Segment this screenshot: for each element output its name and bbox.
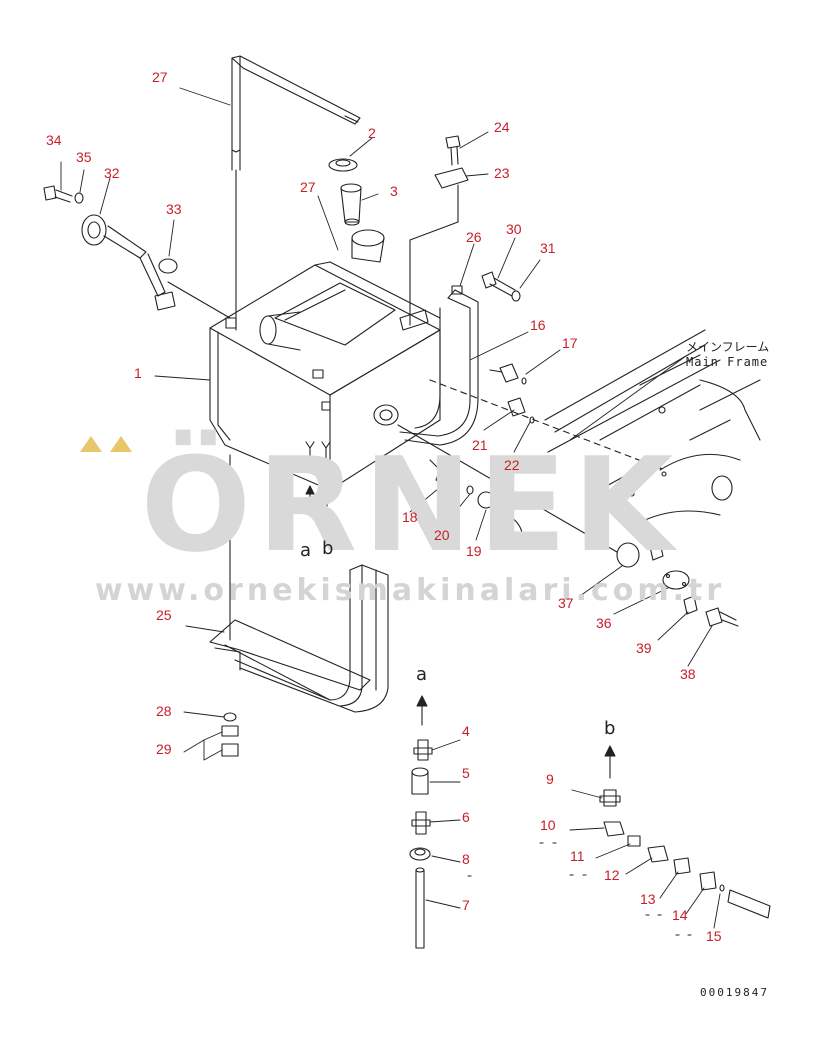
- callout-28: 28: [156, 703, 172, 719]
- part-15-hose: [720, 885, 770, 918]
- callout-20: 20: [434, 527, 450, 543]
- callout-37: 37: [558, 595, 574, 611]
- part-14-fitting: [700, 872, 716, 890]
- part-23-bracket: [410, 168, 468, 325]
- callout-32: 32: [104, 165, 120, 181]
- callout-7: 7: [462, 897, 470, 913]
- part-34-bolt: [44, 186, 72, 202]
- callout-25: 25: [156, 607, 172, 623]
- part-26-strap: [400, 286, 478, 445]
- view-a-arrow: [417, 696, 427, 725]
- callout-31: 31: [540, 240, 556, 256]
- part-11-fitting: [628, 836, 640, 846]
- callout-24: 24: [494, 119, 510, 135]
- main-frame-label-jp: メインフレーム: [686, 340, 770, 354]
- part-16-fitting: [490, 364, 518, 382]
- part-28-washer: [224, 713, 236, 721]
- part-7-hose: [416, 868, 424, 948]
- callout-6: 6: [462, 809, 470, 825]
- part-19-hose: [478, 492, 522, 548]
- view-marker-b: b: [604, 718, 616, 739]
- part-3-strainer: [341, 184, 361, 225]
- callout-35: 35: [76, 149, 92, 165]
- part-29-nut: [222, 726, 238, 756]
- callout-13: 13: [640, 891, 656, 907]
- watermark-accent-right: [110, 436, 132, 452]
- callout-2: 2: [368, 125, 376, 141]
- callout-19: 19: [466, 543, 482, 559]
- callout-17: 17: [562, 335, 578, 351]
- part-31-washer: [512, 291, 520, 301]
- part-39-bracket: [684, 596, 697, 614]
- part-33-gasket: [155, 259, 177, 310]
- breather-leader: [168, 282, 230, 318]
- callout-5: 5: [462, 765, 470, 781]
- callout-23: 23: [494, 165, 510, 181]
- part-9-fitting: [600, 790, 620, 806]
- callout-26: 26: [466, 229, 482, 245]
- part-25-lower-strap: [210, 455, 388, 712]
- callout-18: 18: [402, 509, 418, 525]
- part-32-breather: [82, 215, 165, 296]
- callout-14: 14: [672, 907, 688, 923]
- callout-9: 9: [546, 771, 554, 787]
- part-17-oring: [522, 378, 526, 384]
- callout-36: 36: [596, 615, 612, 631]
- callout-30: 30: [506, 221, 522, 237]
- callout-12: 12: [604, 867, 620, 883]
- callout-27-tank: 27: [300, 179, 316, 195]
- main-frame-label-en: Main Frame: [686, 355, 769, 369]
- part-5-adapter: [412, 768, 428, 794]
- view-marker-a: a: [416, 664, 428, 685]
- leader-lines: [61, 88, 720, 928]
- part-18-elbow: [430, 460, 452, 486]
- part-4-fitting: [414, 740, 432, 760]
- callout-33: 33: [166, 201, 182, 217]
- part-35-washer: [75, 193, 83, 203]
- view-marker-a-tank: a: [300, 540, 312, 561]
- watermark-logo: ÖRNEK: [140, 429, 680, 581]
- callout-39: 39: [636, 640, 652, 656]
- part-13-fitting: [674, 858, 690, 874]
- main-frame-outline: [545, 330, 760, 520]
- part-30-bolt: [482, 272, 515, 296]
- part-6-fitting: [412, 812, 430, 834]
- part-37-cover: [398, 425, 639, 567]
- watermark-url: www.ornekismakinalari.com.tr: [94, 573, 726, 608]
- callout-38: 38: [680, 666, 696, 682]
- view-arrows-tank: [306, 442, 331, 510]
- callout-29: 29: [156, 741, 172, 757]
- callout-15: 15: [706, 928, 722, 944]
- part-38-bolt: [706, 608, 738, 626]
- part-27-level-gauge-rod: [232, 56, 360, 330]
- document-number: 00019847: [700, 986, 769, 999]
- callout-8: 8: [462, 851, 470, 867]
- mounting-centerline: [430, 380, 665, 470]
- part-8-clamp: [410, 848, 430, 860]
- callout-21: 21: [472, 437, 488, 453]
- callout-22: 22: [504, 457, 520, 473]
- callout-3: 3: [390, 183, 398, 199]
- callout-16: 16: [530, 317, 546, 333]
- view-marker-b-tank: b: [322, 538, 334, 559]
- callout-1: 1: [134, 365, 142, 381]
- part-12-nut: [648, 846, 668, 862]
- part-2-cap: [329, 159, 357, 171]
- callout-27-top: 27: [152, 69, 168, 85]
- part-36-gauge: [648, 534, 689, 589]
- part-10-elbow: [604, 822, 624, 836]
- callout-11: 11: [570, 848, 585, 864]
- dash-marks: [468, 843, 691, 935]
- part-23-clip-on-tank: [400, 310, 428, 330]
- part-24-bolt: [446, 136, 460, 165]
- callout-10: 10: [540, 817, 556, 833]
- callout-4: 4: [462, 723, 470, 739]
- view-b-arrow: [605, 746, 615, 778]
- callout-34: 34: [46, 132, 62, 148]
- watermark-accent-left: [80, 436, 102, 452]
